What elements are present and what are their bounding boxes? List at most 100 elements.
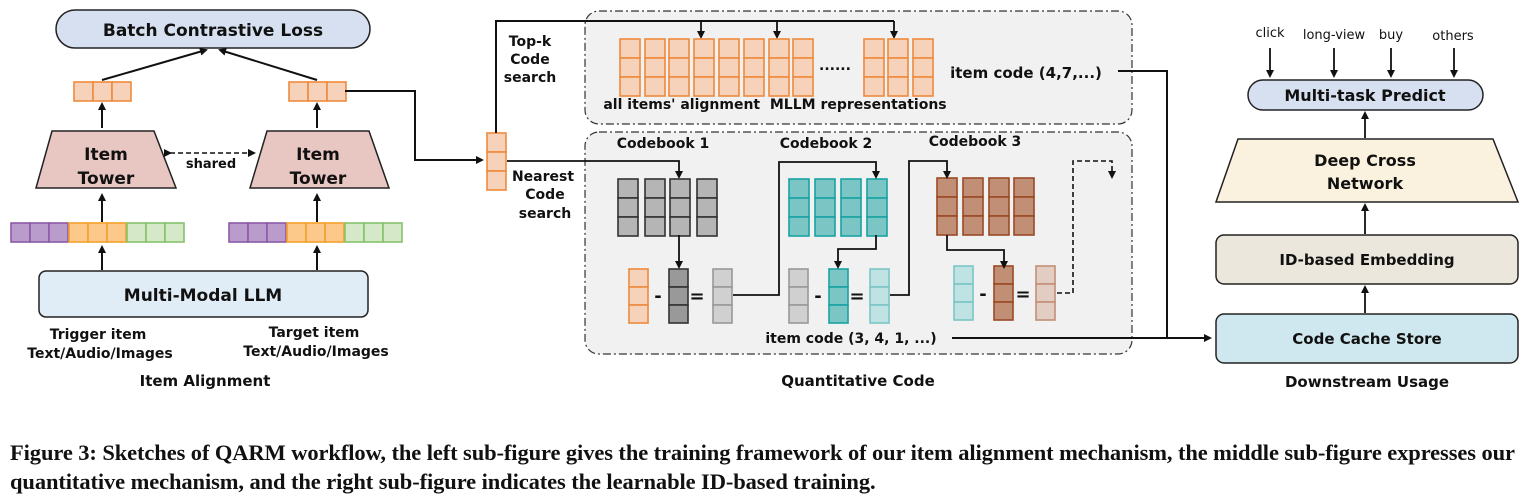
item-representation-cell bbox=[619, 57, 641, 78]
selected-code-2-cell bbox=[828, 268, 849, 288]
trigger-feature-vector bbox=[10, 222, 185, 243]
residual-3-cell bbox=[1035, 265, 1056, 285]
orange-cell bbox=[288, 81, 309, 102]
item-representation-cell bbox=[693, 76, 715, 97]
modality-cell-image bbox=[48, 222, 69, 243]
codebook-2-label: Codebook 2 bbox=[780, 136, 873, 152]
codebook-2-cell bbox=[814, 178, 836, 199]
item-representation-cell bbox=[743, 38, 765, 59]
codebook-2-cell bbox=[788, 216, 810, 237]
target-item-label: Target item bbox=[269, 325, 360, 341]
batch-contrastive-loss-label: Batch Contrastive Loss bbox=[103, 21, 323, 41]
item-representation-cell bbox=[743, 76, 765, 97]
selected-code-3-cell bbox=[993, 283, 1014, 303]
multi-modal-llm-box bbox=[38, 270, 369, 318]
equals-sign-1: = bbox=[689, 286, 704, 307]
item-representation-cell bbox=[768, 57, 790, 78]
modality-cell-image bbox=[266, 222, 287, 243]
downstream-usage-title: Downstream Usage bbox=[1285, 373, 1449, 391]
codebook-1-cell bbox=[617, 197, 639, 218]
residual-2-copy-cell bbox=[953, 265, 974, 285]
target-modalities-label: Text/Audio/Images bbox=[243, 344, 388, 360]
residual-2-cell bbox=[869, 268, 890, 288]
query-cell bbox=[486, 170, 507, 191]
orange-cell bbox=[307, 81, 328, 102]
selected-code-1-cell bbox=[668, 268, 689, 288]
item-representation-cell bbox=[718, 76, 740, 97]
residual-2-cell bbox=[869, 286, 890, 306]
item-tower-right bbox=[248, 130, 391, 189]
query-cell bbox=[486, 151, 507, 172]
nearest-search-path bbox=[507, 160, 683, 179]
item-representation-cell bbox=[693, 38, 715, 59]
item-representation-cell bbox=[668, 76, 690, 97]
residual-1-copy-cell bbox=[788, 304, 809, 324]
equals-sign-2: = bbox=[849, 286, 864, 307]
connector-to-query bbox=[345, 90, 484, 164]
modality-cell-audio bbox=[126, 222, 147, 243]
arrow-left-to-loss bbox=[101, 47, 208, 81]
selected-code-1-cell bbox=[668, 304, 689, 324]
id-based-embedding-box bbox=[1215, 234, 1519, 285]
item-representation-cell bbox=[887, 38, 909, 59]
trigger-item-label: Trigger item bbox=[50, 327, 147, 343]
quantitative-code-panel: Top-k Code search ...... all items' alig… bbox=[486, 10, 1212, 390]
item-code-top-label: item code (4,7,...) bbox=[950, 64, 1102, 82]
codebook-2-cell bbox=[866, 178, 888, 199]
item-representation-cell bbox=[792, 38, 814, 59]
target-embedding-output bbox=[288, 81, 347, 102]
residual-3-cell bbox=[1035, 301, 1056, 321]
modality-cell-text bbox=[68, 222, 89, 243]
codebook-2-cell bbox=[788, 197, 810, 218]
modality-cell-audio bbox=[363, 222, 384, 243]
codebook-3-cell bbox=[936, 196, 958, 217]
orange-cell bbox=[92, 81, 113, 102]
residual-1-cell bbox=[712, 268, 733, 288]
codebook-3-cell bbox=[1013, 215, 1035, 236]
item-tower-left-label-2: Tower bbox=[78, 169, 135, 189]
residual2-to-cb3 bbox=[890, 160, 951, 296]
codebooks bbox=[617, 177, 1035, 237]
orange-cell bbox=[111, 81, 132, 102]
top-k-search-path bbox=[495, 20, 894, 133]
top-k-label-1: Top-k bbox=[509, 34, 552, 50]
residual-input-cell bbox=[628, 286, 649, 306]
target-feature-vector bbox=[228, 222, 403, 243]
cb2-select-arrow bbox=[834, 235, 877, 269]
residual-2-copy-cell bbox=[953, 283, 974, 303]
codebook-2-cell bbox=[840, 216, 862, 237]
codebook-3-cell bbox=[1013, 177, 1035, 198]
modality-cell-audio bbox=[164, 222, 185, 243]
minus-sign-3: - bbox=[979, 284, 986, 305]
selected-code-2-cell bbox=[828, 286, 849, 306]
item-representation-cell bbox=[792, 57, 814, 78]
item-representation-cell bbox=[718, 38, 740, 59]
nearest-label-2: Code bbox=[525, 187, 564, 203]
item-representation-cell bbox=[668, 57, 690, 78]
selected-code-1-cell bbox=[668, 286, 689, 306]
residual-2-copy-cell bbox=[953, 301, 974, 321]
codebook-2-cell bbox=[788, 178, 810, 199]
residual-equations: -=-=-= bbox=[628, 265, 1056, 324]
selected-code-3-cell bbox=[993, 301, 1014, 321]
codebook-1-label: Codebook 1 bbox=[617, 136, 710, 152]
item-code-top-path bbox=[1118, 70, 1168, 338]
codebook-2-cell bbox=[866, 216, 888, 237]
modality-cell-text bbox=[324, 222, 345, 243]
item-representation-cell bbox=[768, 76, 790, 97]
codebook-3-cell bbox=[1013, 196, 1035, 217]
code-cache-store-box bbox=[1215, 313, 1519, 364]
item-representation-cell bbox=[863, 38, 885, 59]
codebook-1-cell bbox=[696, 216, 718, 237]
downstream-usage-panel: click long-view buy others Multi-task Pr… bbox=[1214, 26, 1520, 391]
selected-code-3-cell bbox=[993, 265, 1014, 285]
item-alignment-title: Item Alignment bbox=[140, 372, 271, 390]
multi-task-predict-label: Multi-task Predict bbox=[1284, 86, 1446, 105]
item-tower-right-label-1: Item bbox=[296, 145, 340, 165]
shared-label: shared bbox=[186, 157, 236, 172]
item-tower-left bbox=[35, 130, 178, 189]
item-representation-cell bbox=[887, 57, 909, 78]
modality-cell-text bbox=[286, 222, 307, 243]
item-representation-cell bbox=[619, 38, 641, 59]
codebook-3-cell bbox=[936, 177, 958, 198]
